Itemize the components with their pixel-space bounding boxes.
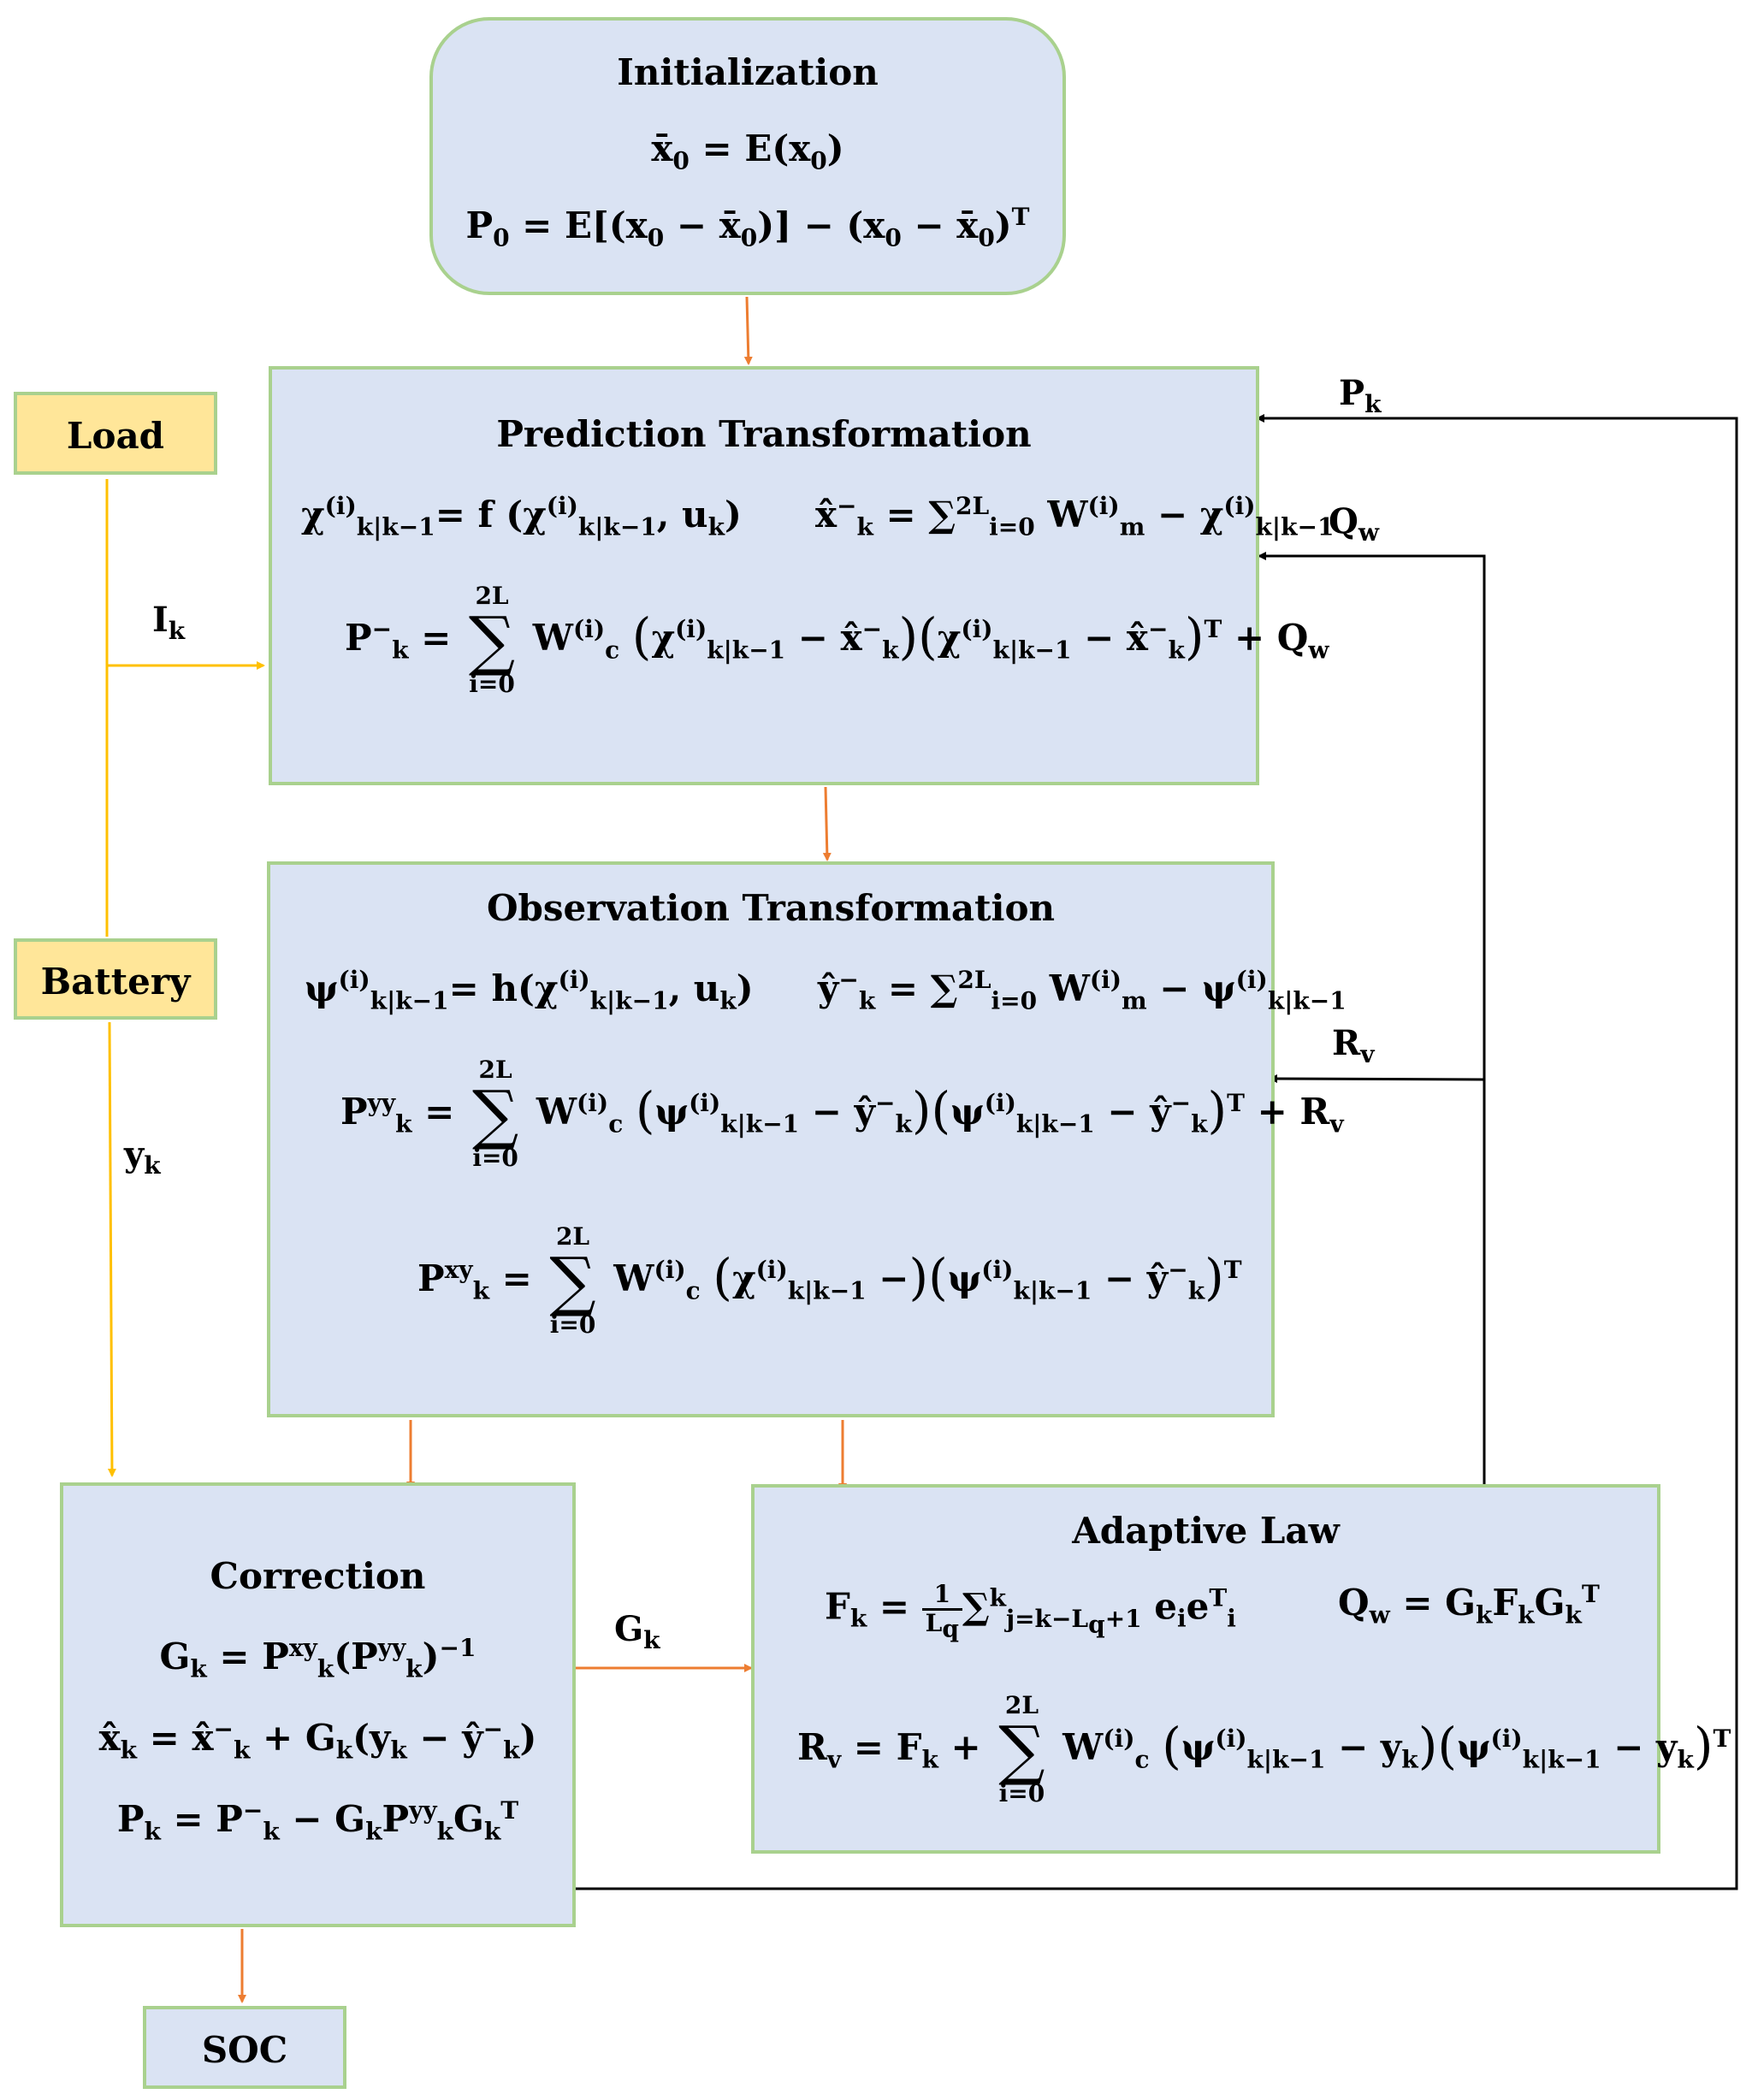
correction-covariance-equation: Pk = P−k − GkPyykGkT: [116, 1796, 519, 1846]
correction-node: Correction Gk = Pxyk(Pyyk)−1 x̂k = x̂−k …: [60, 1482, 576, 1927]
prediction-title: Prediction Transformation: [496, 413, 1032, 455]
observation-pxy-equation: Pxyk = 2L∑i=0 W(i)c (χ(i)k|k−1 −)(ψ(i)k|…: [417, 1222, 1242, 1339]
initialization-node: Initialization x̄0 = E(x0) P0 = E[(x0 − …: [429, 17, 1066, 295]
prediction-mean-equation: x̂−k = ∑2Li=0 W(i)m − χ(i)k|k−1: [815, 492, 1335, 541]
soc-label: SOC: [201, 2029, 288, 2071]
edge-battery-to-correction: [107, 1021, 116, 1477]
initialization-title: Initialization: [617, 51, 879, 93]
adaptive-qw-equation: Qw = GkFkGkT: [1338, 1580, 1600, 1630]
edge-label-ik: Ik: [152, 600, 186, 645]
observation-node: Observation Transformation ψ(i)k|k−1= h(…: [267, 861, 1347, 1417]
adaptive-rv-equation: Rv = Fk + 2L∑i=0 W(i)c (ψ(i)k|k−1 − yk)(…: [797, 1691, 1731, 1807]
load-label: Load: [66, 415, 165, 457]
observation-title: Observation Transformation: [486, 887, 1056, 929]
observation-mean-equation: ŷ−k = ∑2Li=0 W(i)m − ψ(i)k|k−1: [818, 966, 1347, 1015]
correction-gain-equation: Gk = Pxyk(Pyyk)−1: [159, 1634, 476, 1683]
initialization-covariance-equation: P0 = E[(x0 − x̄0)] − (x0 − x̄0)T: [465, 203, 1030, 252]
edge-qw-feedback: [1258, 552, 1486, 1484]
prediction-node: Prediction Transformation χ(i)k|k−1= f (…: [269, 366, 1334, 785]
edge-label-pk: Pk: [1339, 373, 1382, 418]
edge-label-qw: Qw: [1329, 501, 1379, 547]
edge-rv-feedback: [1269, 1074, 1485, 1084]
battery-label: Battery: [40, 961, 191, 1003]
correction-state-equation: x̂k = x̂−k + Gk(yk − ŷ−k): [98, 1715, 537, 1765]
correction-title: Correction: [210, 1555, 426, 1597]
edge-init-to-prediction: [743, 296, 753, 365]
edge-label-rv: Rv: [1332, 1023, 1375, 1068]
initialization-mean-equation: x̄0 = E(x0): [651, 127, 844, 175]
edge-prediction-to-observation: [822, 786, 832, 861]
edge-pk-feedback: [576, 414, 1738, 1890]
battery-node: Battery: [14, 938, 217, 1020]
observation-pyy-equation: Pyyk = 2L∑i=0 W(i)c (ψ(i)k|k−1 − ŷ−k)(ψ(…: [340, 1056, 1344, 1172]
edge-label-gk: Gk: [614, 1609, 660, 1654]
prediction-covariance-equation: P−k = 2L∑i=0 W(i)c (χ(i)k|k−1 − x̂−k)(χ(…: [345, 582, 1329, 698]
edge-label-yk: yk: [124, 1134, 161, 1180]
load-node: Load: [14, 392, 217, 475]
prediction-sigma-equation: χ(i)k|k−1= f (χ(i)k|k−1, uk): [301, 492, 742, 541]
observation-sigma-equation: ψ(i)k|k−1= h(χ(i)k|k−1, uk): [305, 966, 754, 1015]
soc-node: SOC: [143, 2006, 346, 2089]
adaptive-law-title: Adaptive Law: [1072, 1510, 1340, 1552]
